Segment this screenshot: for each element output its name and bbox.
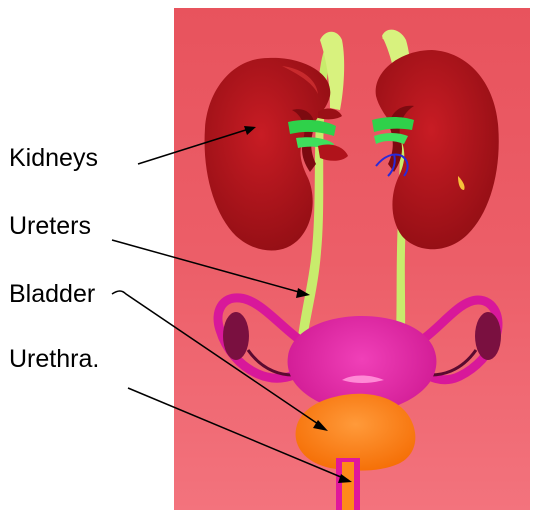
bladder-label: Bladder [9, 282, 95, 307]
urethra [342, 462, 354, 510]
ureters-label: Ureters [9, 214, 91, 239]
right-ovary [475, 312, 501, 360]
left-ovary [223, 312, 249, 360]
urethra-label: Urethra. [9, 347, 99, 372]
kidneys-label: Kidneys [9, 146, 98, 171]
